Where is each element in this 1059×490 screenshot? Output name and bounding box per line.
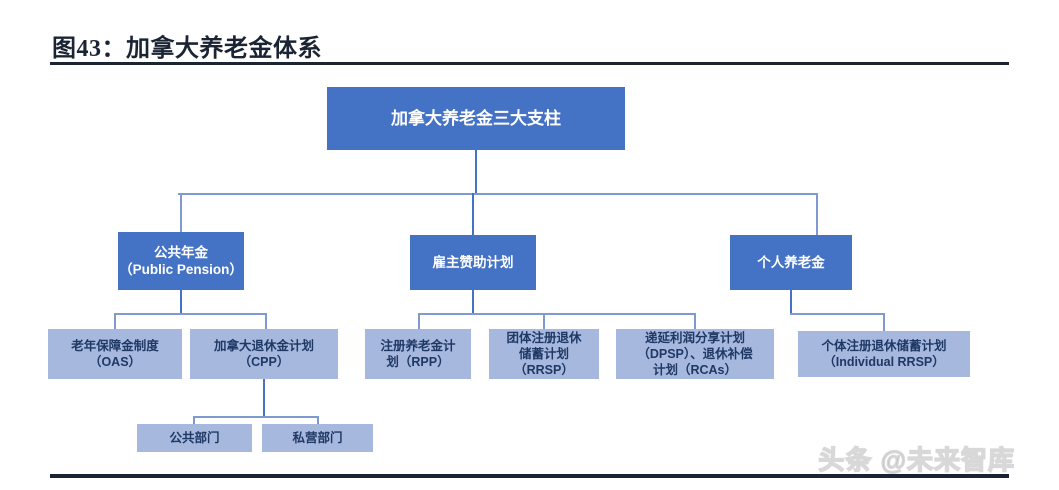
node-cpp: 加拿大退休金计划 （CPP） [190,329,338,379]
connector-pillar-3-to-individual-rrsp [883,313,885,332]
node-personal-pension: 个人养老金 [730,235,852,290]
connector-pillar-1-to-cpp [265,313,267,330]
node-public-sector: 公共部门 [137,424,252,452]
connector-root-to-pillar-3 [816,193,818,236]
footer-divider [50,474,1009,478]
connector-pillar-3-stem [790,290,792,314]
connector-pillar-2-stem [472,290,474,314]
connector-pillar-2-to-rpp [418,313,420,330]
connector-root-to-pillar-1 [180,193,182,233]
node-dpsp-rcas: 递延利润分享计划 （DPSP）、退休补偿 计划（RCAs） [616,329,774,379]
connector-pillar-1-to-oas [114,313,116,330]
connector-pillar-1-stem [180,290,182,314]
connector-pillar-3-elbow [790,313,884,315]
node-individual-rrsp: 个体注册退休储蓄计划 （Individual RRSP） [798,331,970,377]
connector-cpp-stem [263,379,265,417]
node-rpp: 注册养老金计 划（RPP） [365,329,471,379]
node-root: 加拿大养老金三大支柱 [327,87,625,150]
connector-root-to-pillar-2 [472,193,474,236]
connector-root-stem [475,150,477,194]
connector-pillar-2-to-dpsp [694,313,696,330]
connector-pillar-2-bus [418,313,695,315]
connector-pillar-2-to-rrsp [543,313,545,330]
node-oas: 老年保障金制度 （OAS） [48,329,182,379]
connector-pillar-1-bus [114,313,267,315]
connector-cpp-to-private-sector [317,416,319,425]
page-title: 图43：加拿大养老金体系 [52,36,322,62]
connector-cpp-bus [193,416,318,418]
node-private-sector: 私营部门 [262,424,373,452]
watermark: 头条 @未来智库 [818,444,1015,475]
node-group-rrsp: 团体注册退休 储蓄计划 （RRSP） [489,329,599,379]
title-divider [50,62,1009,65]
connector-root-bus [178,193,818,195]
connector-cpp-to-public-sector [193,416,195,425]
node-public-pension: 公共年金 （Public Pension） [118,232,244,290]
node-employer-plan: 雇主赞助计划 [410,235,536,290]
